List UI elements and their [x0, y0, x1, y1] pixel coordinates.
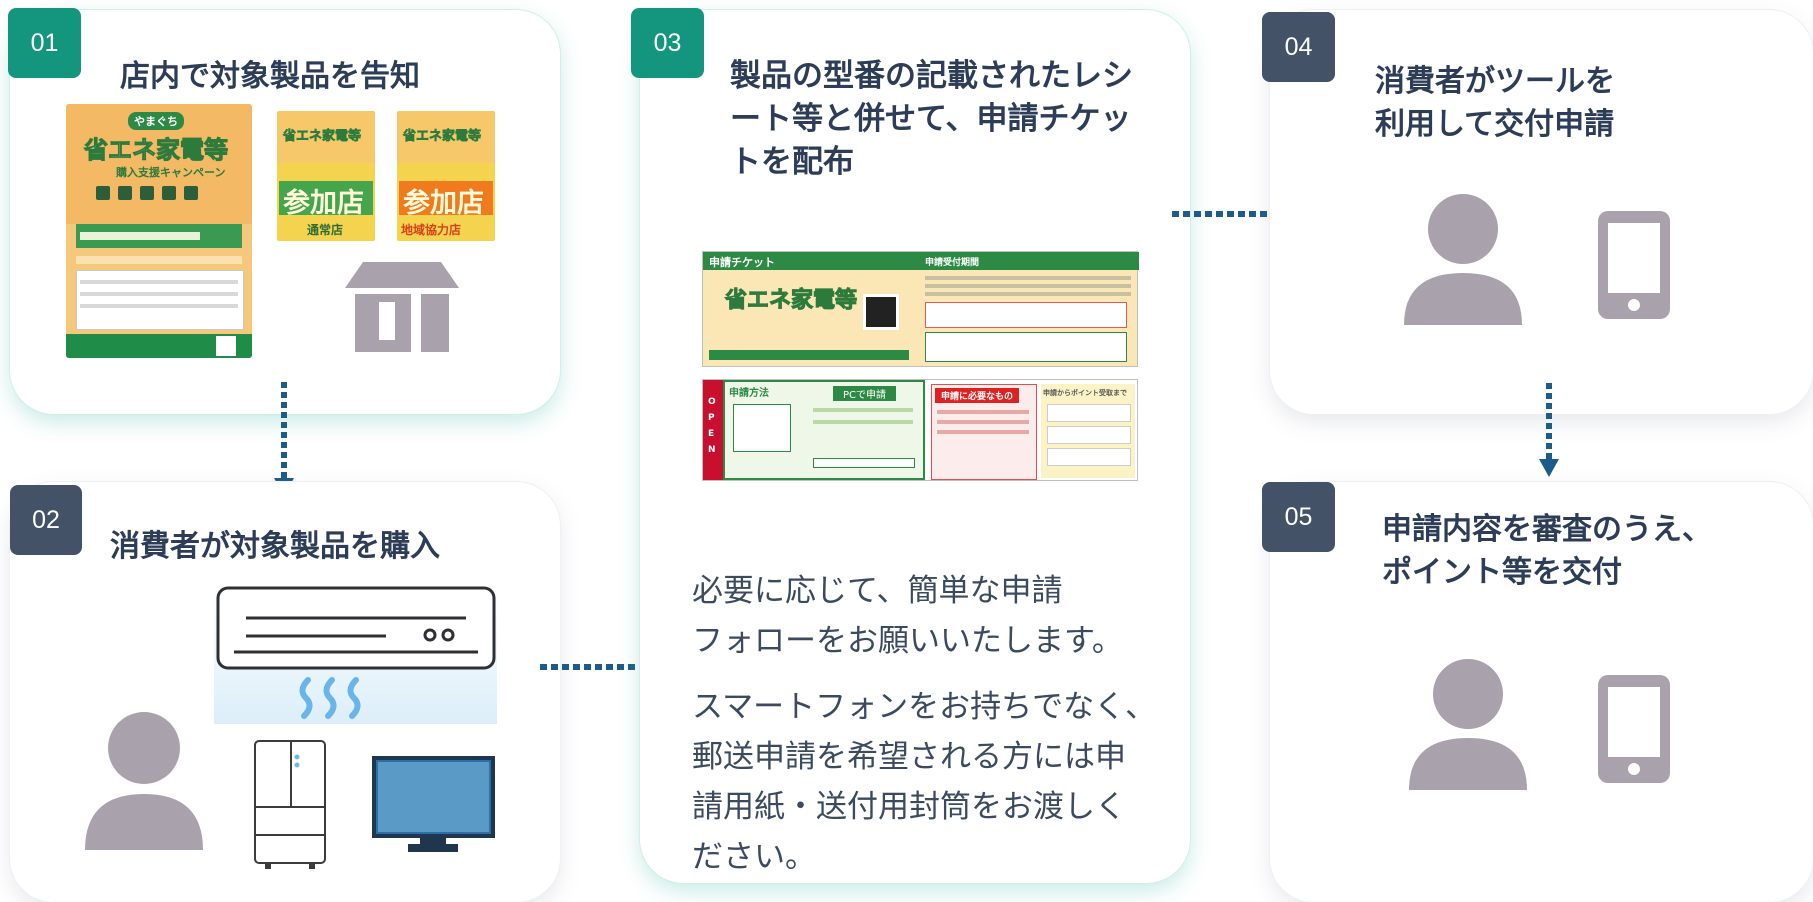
- participating-label-regional: 参加店: [403, 188, 484, 219]
- arrow-down-4-to-5: [1539, 383, 1559, 477]
- participating-label-regular: 参加店: [283, 188, 364, 219]
- air-conditioner-icon: [216, 586, 496, 719]
- poster-subtitle: 購入支援キャンペーン: [116, 166, 226, 179]
- ticket-howto: 申請方法: [729, 388, 769, 399]
- step-title-01: 店内で対象製品を告知: [120, 59, 420, 94]
- person-icon: [1404, 194, 1522, 325]
- television-icon: [372, 756, 495, 852]
- step-badge-02: 02: [10, 485, 82, 555]
- step-card-04: [1270, 10, 1813, 414]
- participating-store-poster-regional: 省エネ家電等 参加店 地域協力店: [397, 111, 495, 241]
- arrow-down-1-to-2: [274, 382, 294, 496]
- step-badge-01: 01: [8, 8, 81, 78]
- poster-small-title: 省エネ家電等: [403, 129, 482, 145]
- ticket-flow: 申請からポイント受取まで: [1043, 389, 1127, 397]
- badge-regional-store: 地域協力店: [401, 223, 462, 237]
- smartphone-icon: [1598, 675, 1670, 783]
- ticket-header: 申請チケット: [709, 256, 775, 269]
- ticket-title: 省エネ家電等: [724, 288, 858, 314]
- person-icon: [1409, 659, 1527, 790]
- refrigerator-icon: [254, 740, 326, 869]
- step3-note-mail: スマートフォンをお持ちでなく、 郵送申請を希望される方には申 請用紙・送付用封筒…: [692, 689, 1157, 875]
- ticket-needed: 申請に必要なもの: [935, 388, 1020, 403]
- smartphone-icon: [1598, 211, 1670, 319]
- store-icon: [345, 262, 459, 352]
- step-title-02: 消費者が対象製品を購入: [110, 529, 440, 564]
- step-title-05: 申請内容を審査のうえ、 ポイント等を交付: [1382, 512, 1712, 590]
- poster-small-title: 省エネ家電等: [283, 129, 362, 145]
- ticket-period-header: 申請受付期間: [925, 258, 980, 268]
- badge-regular-store: 通常店: [307, 223, 344, 237]
- person-icon: [85, 712, 203, 850]
- step-badge-03: 03: [631, 8, 704, 78]
- step-badge-05: 05: [1262, 482, 1335, 552]
- ticket-open-label: OPEN: [708, 397, 716, 455]
- step-badge-04: 04: [1262, 12, 1335, 82]
- application-ticket-image: 申請チケット 申請受付期間 省エネ家電等 OPEN 申請方法 PCで申請 申請に…: [702, 251, 1139, 481]
- participating-store-poster-regular: 省エネ家電等 参加店 通常店: [277, 111, 375, 241]
- ticket-pc: PCで申請: [833, 386, 897, 401]
- step3-note-followup: 必要に応じて、簡単な申請 フォローをお願いいたします。: [692, 573, 1123, 659]
- step-card-05: [1270, 482, 1813, 902]
- step-title-04: 消費者がツールを 利用して交付申請: [1375, 64, 1615, 142]
- poster-title: 省エネ家電等: [84, 136, 229, 165]
- poster-area-text: やまぐち: [128, 112, 184, 130]
- step-title-03: 製品の型番の記載されたレシ ート等と併せて、申請チケッ トを配布: [730, 58, 1133, 180]
- campaign-poster: やまぐち 省エネ家電等 購入支援キャンペーン: [66, 104, 252, 358]
